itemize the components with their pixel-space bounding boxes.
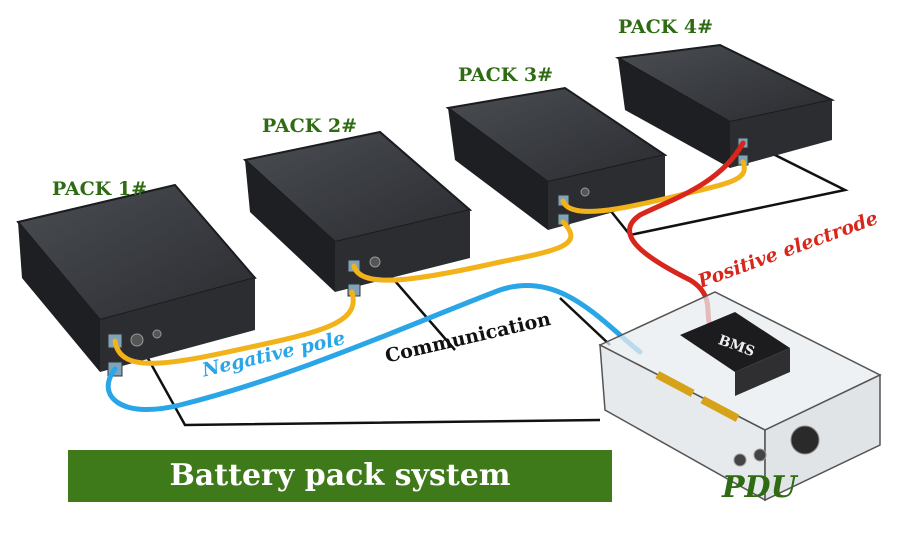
battery-pack-1 [16, 183, 257, 377]
negative-cable [105, 282, 643, 412]
diagram-title: Battery pack system composition [169, 458, 511, 545]
pack-1-label: PACK 1# [52, 178, 148, 200]
battery-pack-2 [242, 130, 473, 297]
title-banner: Battery pack system composition [68, 450, 612, 545]
battery-system-diagram: BMS [16, 43, 882, 502]
pack-3-label: PACK 3# [458, 64, 554, 86]
battery-pack-4 [614, 43, 836, 168]
pack-4-label: PACK 4# [618, 16, 714, 38]
pdu-label: PDU [722, 470, 797, 505]
bms-module [680, 312, 790, 372]
pack-2-label: PACK 2# [262, 115, 358, 137]
pdu-unit: BMS [598, 291, 882, 502]
